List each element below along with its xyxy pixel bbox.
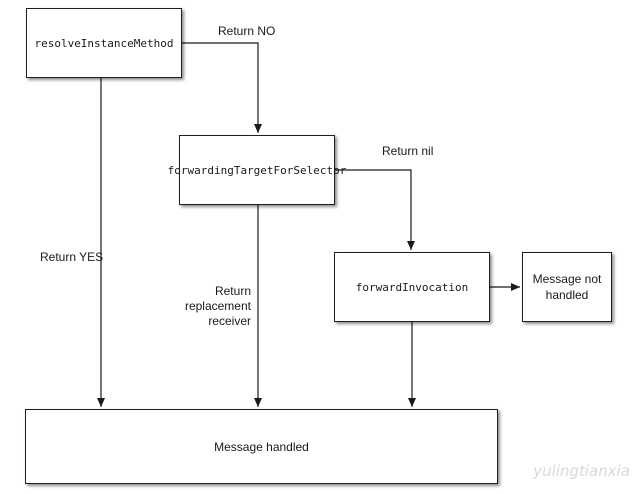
node-label: forwardInvocation (355, 280, 469, 294)
node-message-not-handled: Message not handled (522, 252, 612, 322)
node-message-handled: Message handled (25, 409, 498, 484)
node-resolve-instance-method: resolveInstanceMethod (26, 8, 182, 78)
edge-label-return-yes: Return YES (40, 250, 104, 264)
arrow-return-nil (335, 169, 415, 250)
node-forwarding-target-for-selector: forwardingTargetForSelector (168, 135, 346, 205)
arrow-return-no (182, 42, 262, 133)
node-label: Message handled (214, 439, 309, 454)
node-label: Message not handled (532, 272, 602, 302)
edge-label-return-no: Return NO (218, 24, 276, 38)
edge-label-return-replacement: Return replacement receiver (184, 284, 251, 328)
node-forward-invocation: forwardInvocation (334, 252, 490, 322)
node-label: forwardingTargetForSelector (167, 163, 347, 177)
node-label: resolveInstanceMethod (34, 36, 174, 50)
edge-label-return-nil: Return nil (382, 144, 434, 158)
watermark: yulingtianxia (533, 462, 630, 480)
